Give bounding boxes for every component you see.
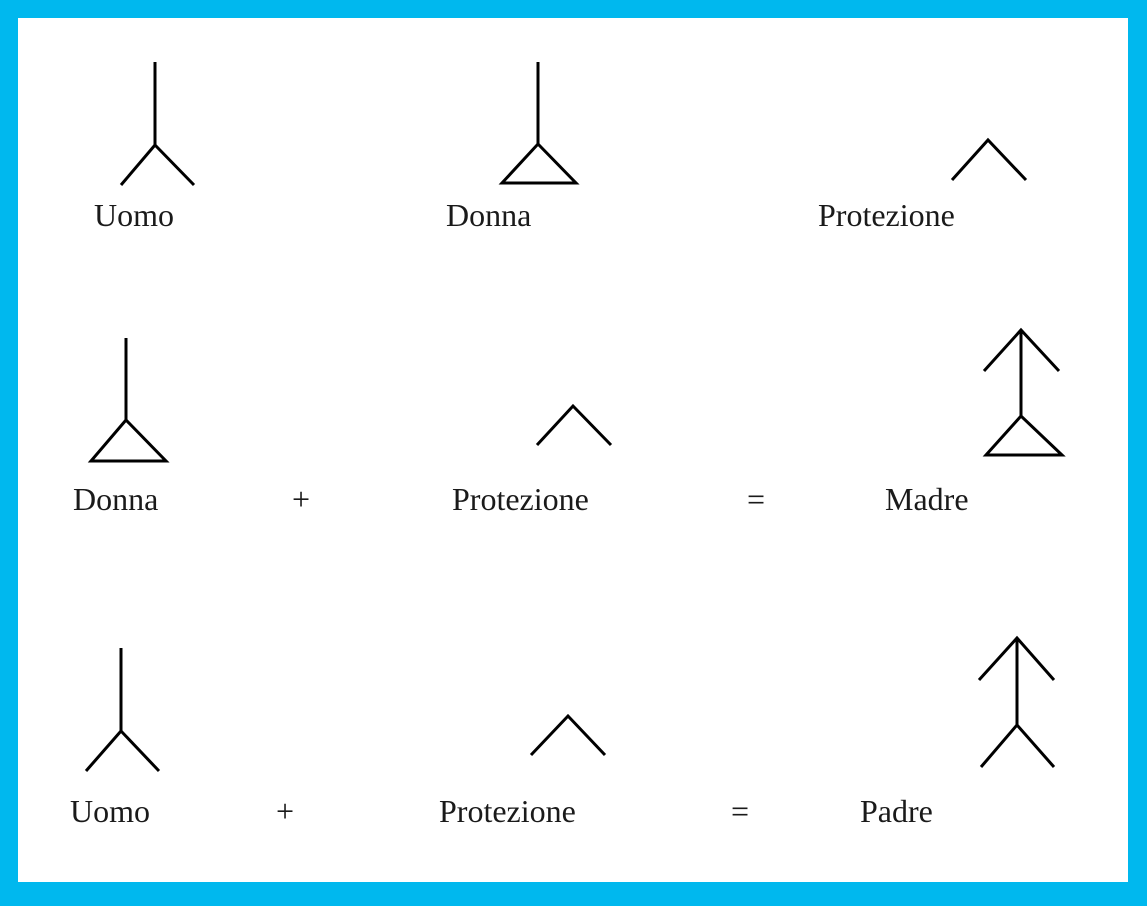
man-glyph: [84, 648, 161, 773]
protection-label: Protezione: [439, 793, 576, 829]
man-label: Uomo: [94, 197, 174, 233]
woman-label: Donna: [73, 481, 159, 517]
protection-glyph: [535, 403, 613, 447]
plus-sign: +: [292, 481, 311, 517]
woman-label: Donna: [446, 197, 532, 233]
protection-label: Protezione: [452, 481, 589, 517]
father-label: Padre: [860, 793, 933, 829]
protection-glyph: [529, 713, 607, 757]
man-label: Uomo: [70, 793, 150, 829]
man-glyph: [119, 62, 196, 187]
plus-sign: +: [276, 793, 295, 829]
mother-label: Madre: [885, 481, 969, 517]
woman-glyph: [498, 62, 580, 185]
equals-sign: =: [731, 793, 750, 829]
woman-glyph: [87, 338, 170, 463]
protection-glyph: [950, 137, 1028, 182]
glyph-canvas: [84, 62, 1066, 773]
diagram-panel: Uomo Donna Protezione Donna + Protezione…: [18, 18, 1128, 882]
father-glyph: [977, 635, 1056, 768]
equals-sign: =: [747, 481, 766, 517]
mother-glyph: [982, 327, 1066, 457]
protection-label: Protezione: [818, 197, 955, 233]
